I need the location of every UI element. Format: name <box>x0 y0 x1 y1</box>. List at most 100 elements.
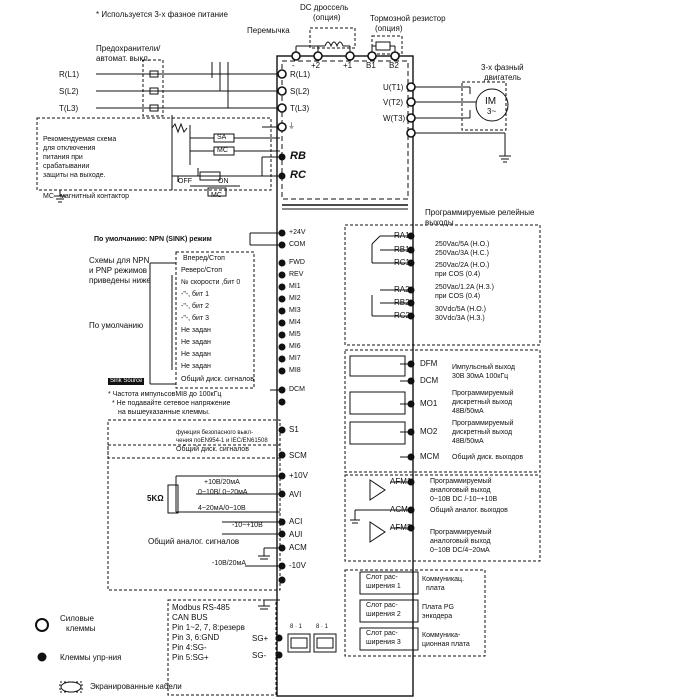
mo2-desc-1: Программируемый <box>452 420 514 427</box>
label-mi4: MI4 <box>289 319 301 326</box>
range-aui: -10~+10В <box>232 522 263 529</box>
afm1-desc-3: 0~10В DC /-10~+10В <box>430 496 498 503</box>
note-pulse: * Частота импульсовMI8 до 100кГц <box>108 391 222 398</box>
slot2-2: ширения 2 <box>366 611 401 618</box>
terminal-afm1 <box>407 478 415 486</box>
terminal-10v <box>278 472 286 480</box>
slot3-2: ширения 3 <box>366 639 401 646</box>
label-plus2: +2 <box>311 61 321 70</box>
terminal-plus1 <box>345 51 355 61</box>
note-brake-res-opt: (опция) <box>375 24 403 33</box>
note-fuses-1: Предохранители/ <box>96 44 161 53</box>
note-dc-choke-opt: (опция) <box>313 13 341 22</box>
slot1-desc-1: Коммуникац. <box>422 576 465 583</box>
note-common-analog: Общий аналог. сигналов <box>148 537 240 546</box>
terminal-rc2 <box>407 312 415 320</box>
note-npn-pnp-2: и PNP режимов <box>89 266 148 275</box>
relay-spec-2: 250Vac/2A (Н.О.) <box>435 262 490 269</box>
note-common-dig: Общий диск. сигналов <box>181 376 254 383</box>
label-afm2: AFM2 <box>390 523 412 532</box>
afm1-desc-2: аналоговый выход <box>430 487 491 494</box>
terminal-avi <box>278 490 286 498</box>
relay-spec-5: при COS (0.4) <box>435 293 481 300</box>
label-scm: SCM <box>289 451 307 460</box>
terminal-dfm <box>407 360 415 368</box>
note-safety-3: Общий диск. сигналов <box>176 446 249 453</box>
label-term-w: W(T3) <box>383 114 406 123</box>
terminal-mo1 <box>407 400 415 408</box>
legend-power-symbol <box>35 618 49 632</box>
sink-source-logo: Sink Source <box>108 378 145 385</box>
label-term-r: R(L1) <box>290 70 311 79</box>
terminal-rb1 <box>407 246 415 254</box>
note-fuses-2: автомат. выкл. <box>96 54 151 63</box>
terminal-mi6 <box>278 343 286 351</box>
note-pin4: Pin 5:SG+ <box>172 653 209 662</box>
label-mc2: MC <box>211 192 222 199</box>
label-24v: +24V <box>289 229 306 236</box>
terminal-pe-analog <box>278 576 286 584</box>
di-label-3: -"-, бит 1 <box>181 291 209 298</box>
di-label-9: Не задан <box>181 363 211 370</box>
legend-shield: Экранированные кабели <box>90 682 182 691</box>
slot3-desc-1: Коммуника- <box>422 632 461 639</box>
label-mo1: MO1 <box>420 399 438 408</box>
relay-spec-1: 250Vac/3A (Н.С.) <box>435 250 489 257</box>
motor-symbol <box>475 88 509 122</box>
mo1-desc-1: Программируемый <box>452 390 514 397</box>
terminal-pe-out <box>406 128 416 138</box>
terminal-ra1 <box>407 232 415 240</box>
terminal-com <box>278 241 286 249</box>
mo2-desc-3: 48В/50мА <box>452 438 484 445</box>
di-label-4: -"-, бит 2 <box>181 303 209 310</box>
terminal-mi1 <box>278 283 286 291</box>
di-label-1: Реверс/Стоп <box>181 267 222 274</box>
label-mi3: MI3 <box>289 307 301 314</box>
range-avi: 0~10В/ 0~20мА <box>198 489 248 496</box>
relay-title-2: выходы <box>425 218 454 227</box>
note-rec-2: для отключения <box>43 145 96 152</box>
terminal-pe-in <box>277 122 287 132</box>
label-term-t: T(L3) <box>290 104 310 113</box>
mo1-desc-2: дискретный выход <box>452 399 513 406</box>
terminal-mi2 <box>278 295 286 303</box>
terminal-rev <box>278 271 286 279</box>
note-pin2: Pin 3, 6:GND <box>172 633 220 642</box>
label-dcm-out: DCM <box>420 376 439 385</box>
terminal-dcm-out <box>407 377 415 385</box>
note-pin3: Pin 4:SG- <box>172 643 207 652</box>
note-no-mains-1: * Не подавайте сетевое напряжение <box>112 400 231 407</box>
relay-spec-7: 30Vdc/3A (Н.З.) <box>435 315 485 322</box>
label-avi: AVI <box>289 490 302 499</box>
di-label-8: Не задан <box>181 351 211 358</box>
note-default: По умолчанию <box>89 321 144 330</box>
label-off: OFF <box>178 178 192 185</box>
drive-body-outline <box>276 55 414 697</box>
label-dfm: DFM <box>420 359 438 368</box>
relay-spec-3: при COS (0.4) <box>435 271 481 278</box>
rj45-label-2: 8 · 1 <box>316 624 329 630</box>
label-mi6: MI6 <box>289 343 301 350</box>
relay-spec-0: 250Vac/5A (Н.О.) <box>435 241 490 248</box>
range-aci: 4~20мА/0~10В <box>198 505 246 512</box>
label-aci: ACI <box>289 517 303 526</box>
terminal-dcm <box>278 386 286 394</box>
relay-spec-4: 250Vac/1.2A (Н.З.) <box>435 284 494 291</box>
note-safety-1: функция безопасного выкл- <box>176 430 254 436</box>
terminal-aci <box>278 518 286 526</box>
note-jumper: Перемычка <box>247 26 290 35</box>
terminal-neg10v <box>278 562 286 570</box>
label-rev: REV <box>289 271 304 278</box>
terminal-rc1 <box>407 259 415 267</box>
terminal-pe-ctrl <box>278 398 286 406</box>
mcm-desc: Общий диск. выходов <box>452 454 524 461</box>
note-three-phase: * Используется 3-х фазное питание <box>96 10 228 19</box>
slot3-desc-2: ционная плата <box>422 641 470 648</box>
relay-spec-6: 30Vdc/5A (Н.О.) <box>435 306 486 313</box>
note-safety-2: чения поEN954-1 и IEC/EN61508 <box>176 438 268 444</box>
label-sgplus: SG+ <box>252 634 269 643</box>
label-term-v: V(T2) <box>383 98 403 107</box>
label-s1: S1 <box>289 425 299 434</box>
di-label-2: № скорости ,бит 0 <box>181 279 241 286</box>
